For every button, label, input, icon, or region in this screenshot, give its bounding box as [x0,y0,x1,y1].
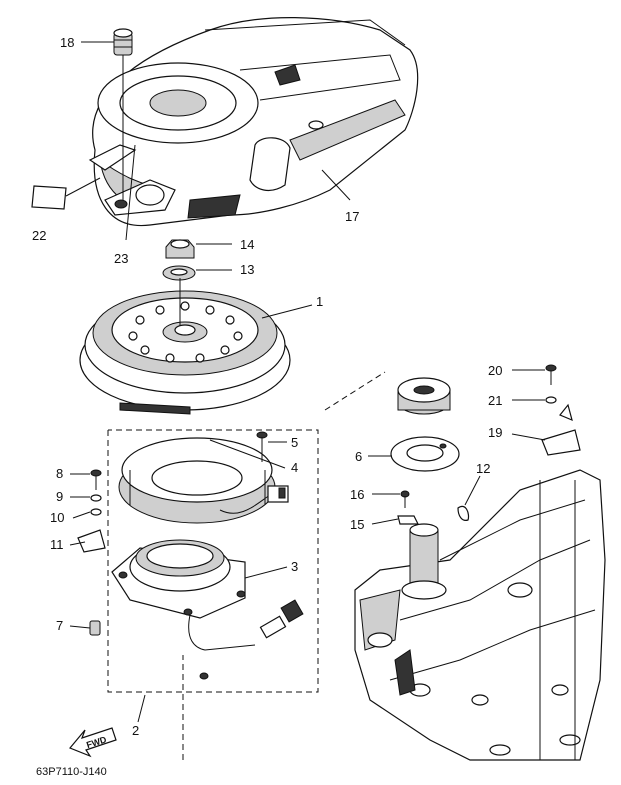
forward-direction-arrow: FWD [69,727,117,758]
callout-4: 4 [291,460,298,475]
callout-18: 18 [60,35,74,50]
callout-1: 1 [316,294,323,309]
leader-lines [65,41,546,723]
cap-part [113,28,133,56]
stator-assembly-box [107,429,319,693]
rotor-plate-part [390,436,460,472]
callout-3: 3 [291,559,298,574]
timing-gear-illustration [397,377,451,415]
callout-20: 20 [488,363,502,378]
crankshaft-illustration [401,523,447,600]
callout-19: 19 [488,425,502,440]
callout-12: 12 [476,461,490,476]
stator-bolt-part [256,431,268,462]
callout-9: 9 [56,489,63,504]
pulser-coil-base-illustration [111,539,304,680]
crankcase-section-boundary [182,371,386,760]
callout-10: 10 [50,510,64,525]
figure-code: 63P7110-J140 [36,766,107,778]
stator-coil-illustration [118,437,289,524]
callout-21: 21 [488,393,502,408]
callout-22: 22 [32,228,46,243]
decal-part [31,185,67,210]
small-parts-group [77,469,106,636]
engine-block-illustration [354,469,606,761]
callout-23: 23 [114,251,128,266]
callout-5: 5 [291,435,298,450]
flywheel-cover-illustration [88,17,419,227]
callout-15: 15 [350,517,364,532]
callout-6: 6 [355,449,362,464]
callout-2: 2 [132,723,139,738]
callout-14: 14 [240,237,254,252]
screw-clip-key-group [397,490,470,525]
flywheel-nut-part [165,239,195,259]
callout-16: 16 [350,487,364,502]
callout-8: 8 [56,466,63,481]
callout-13: 13 [240,262,254,277]
washer-part [162,265,196,281]
sensor-group [541,364,581,456]
callout-17: 17 [345,209,359,224]
flywheel-rotor-illustration [79,290,291,415]
callout-11: 11 [50,537,64,552]
callout-7: 7 [56,618,63,633]
